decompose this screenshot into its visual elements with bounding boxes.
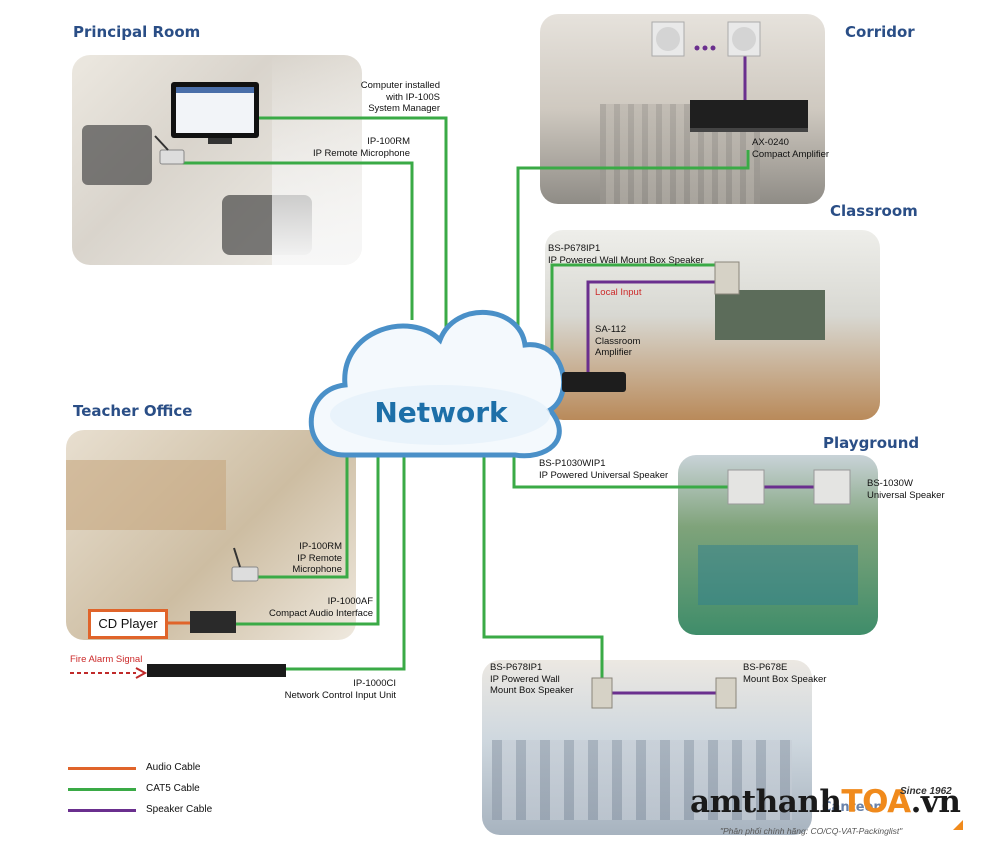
network-label: Network xyxy=(374,396,509,429)
network-cloud: Network xyxy=(308,309,567,459)
watermark-since: Since 1962 xyxy=(900,786,952,797)
bsp1030wip1-device xyxy=(727,469,765,505)
bs1030w-device xyxy=(813,469,851,505)
cat5-canteen xyxy=(482,455,604,680)
watermark-corner-mark xyxy=(953,820,963,830)
fire-alarm-arrowhead xyxy=(135,667,148,679)
canteen-photo xyxy=(482,660,812,835)
legend-cat5-label: CAT5 Cable xyxy=(146,783,200,794)
cat5-corridor xyxy=(516,150,750,355)
label-fire-alarm: Fire Alarm Signal xyxy=(70,654,143,665)
sa112-device xyxy=(562,372,626,392)
legend-audio-line xyxy=(68,767,136,770)
ip100rm-teacher-device xyxy=(231,547,259,582)
title-classroom: Classroom xyxy=(830,202,918,220)
title-canteen: Canteen xyxy=(822,800,883,815)
watermark-logo: amthanhTOA.vn xyxy=(690,784,961,820)
legend-speaker-label: Speaker Cable xyxy=(146,804,213,815)
legend-cat5-line xyxy=(68,788,136,791)
cd-player-box: CD Player xyxy=(88,609,168,639)
title-principal-room: Principal Room xyxy=(73,23,201,41)
legend-audio-label: Audio Cable xyxy=(146,762,201,773)
computer-device xyxy=(171,82,259,144)
label-local-input: Local Input xyxy=(595,287,642,298)
legend-speaker-line xyxy=(68,809,136,812)
cat5-classroom xyxy=(550,263,716,375)
bsp678ip1-classroom-device xyxy=(714,261,740,295)
ax0240-device xyxy=(690,100,808,132)
bsp678e-device xyxy=(715,677,737,709)
teacher-office-photo xyxy=(66,430,356,640)
title-teacher-office: Teacher Office xyxy=(73,402,193,420)
cat5-ip1000af xyxy=(235,455,380,626)
cat5-ip100rm-principal xyxy=(180,161,414,320)
cat5-playground xyxy=(512,455,728,489)
ip100rm-principal-device xyxy=(154,135,185,165)
ip1000af-device xyxy=(190,611,236,633)
cat5-computer xyxy=(258,116,448,330)
corridor-speakers xyxy=(651,21,761,57)
ip1000ci-device xyxy=(147,664,286,677)
cat5-ip1000ci xyxy=(286,455,406,671)
speaker-cable-local-input xyxy=(586,280,716,372)
watermark-tagline: "Phân phối chính hãng: CO/CQ-VAT-Packing… xyxy=(720,826,903,836)
bsp678ip1-canteen-device xyxy=(591,677,613,709)
title-corridor: Corridor xyxy=(845,23,915,41)
cat5-ip100rm-teacher xyxy=(255,450,349,579)
title-playground: Playground xyxy=(823,434,920,452)
